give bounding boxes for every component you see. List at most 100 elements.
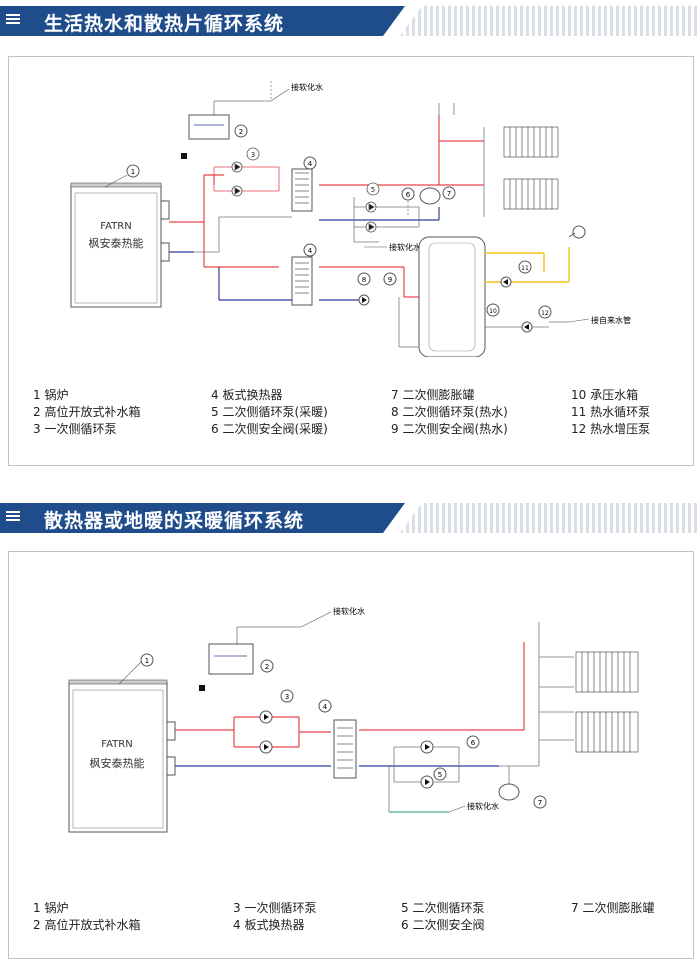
boiler: 1 FATRN 枫安泰热能: [68, 653, 176, 833]
radiator-bottom: [503, 178, 559, 210]
pump-group-3: 3: [213, 147, 280, 197]
svg-text:7: 7: [447, 190, 451, 198]
section-2-panel: 1 FATRN 枫安泰热能: [8, 551, 694, 959]
banner-mark-icon: [6, 511, 20, 525]
soft-water-inlet-1: 接软化水: [270, 81, 323, 102]
svg-text:3: 3: [251, 151, 255, 159]
legend-item: 1 锅炉: [33, 901, 69, 915]
label-soft-water-2: 接软化水: [467, 801, 499, 811]
expansion-tank-7: 7: [498, 766, 547, 809]
svg-text:11: 11: [521, 265, 529, 272]
legend-item: 4 板式换热器: [211, 388, 283, 402]
legend-2-col-2: 3 一次侧循环泵 4 板式换热器: [233, 900, 316, 934]
legend-item: 11 热水循环泵: [571, 405, 651, 419]
legend-item: 7 二次侧膨胀罐: [571, 901, 655, 915]
legend-item: 4 板式换热器: [233, 918, 305, 932]
legend-item: 9 二次侧安全阀(热水): [391, 422, 508, 436]
plate-exchanger: 4: [318, 699, 357, 779]
legend-1-col-2: 4 板式换热器 5 二次侧循环泵(采暖) 6 二次侧安全阀(采暖): [211, 387, 328, 438]
legend-item: 8 二次侧循环泵(热水): [391, 405, 508, 419]
svg-text:4: 4: [308, 247, 313, 255]
legend-item: 1 锅炉: [33, 388, 69, 402]
legend-2-col-3: 5 二次侧循环泵 6 二次侧安全阀: [401, 900, 484, 934]
high-tank: 2: [199, 643, 274, 691]
legend-item: 3 一次侧循环泵: [33, 422, 117, 436]
soft-water-inlet-1: 接软化水: [300, 606, 365, 628]
banner-mark-icon: [6, 14, 20, 28]
svg-text:7: 7: [538, 799, 542, 807]
hot-supply-pipes: [169, 115, 484, 298]
boiler: 1 FATRN 枫安泰热能: [70, 164, 170, 308]
legend-item: 5 二次侧循环泵: [401, 901, 485, 915]
legend-2-col-1: 1 锅炉 2 高位开放式补水箱: [33, 900, 140, 934]
pump-group-5: 5: [365, 182, 380, 233]
svg-text:9: 9: [388, 276, 392, 284]
banner-stripes: [400, 6, 700, 36]
legend-1-col-4: 10 承压水箱 11 热水循环泵 12 热水增压泵: [571, 387, 650, 438]
expansion-tank-7: 7: [419, 186, 456, 205]
svg-text:4: 4: [323, 703, 328, 711]
pump-8: 8: [357, 272, 371, 306]
radiator-bottom: [575, 711, 639, 753]
section-1-banner: 生活热水和散热片循环系统: [0, 0, 700, 40]
svg-text:5: 5: [371, 186, 375, 194]
label-tap-water: 接自来水管: [591, 315, 631, 325]
banner-bar: [0, 6, 405, 36]
svg-text:2: 2: [239, 128, 243, 136]
legend-item: 6 二次侧安全阀: [401, 918, 485, 932]
diagram-2: 1 FATRN 枫安泰热能: [68, 606, 639, 833]
boiler-brand: FATRN: [100, 221, 131, 232]
banner-bar: [0, 503, 405, 533]
legend-item: 7 二次侧膨胀罐: [391, 388, 475, 402]
section-1-panel: 1 FATRN 枫安泰热能: [8, 56, 694, 466]
legend-item: 10 承压水箱: [571, 388, 639, 402]
label-soft-water-1: 接软化水: [291, 82, 323, 92]
svg-text:2: 2: [265, 663, 269, 671]
legend-item: 3 一次侧循环泵: [233, 901, 317, 915]
pump-11: 11: [500, 260, 532, 288]
boiler-brand: FATRN: [101, 739, 132, 750]
legend-1-col-3: 7 二次侧膨胀罐 8 二次侧循环泵(热水) 9 二次侧安全阀(热水): [391, 387, 508, 438]
svg-text:4: 4: [308, 160, 313, 168]
pressure-tank-10: 10: [418, 236, 500, 357]
svg-text:3: 3: [285, 693, 289, 701]
tap-water-inlet: 接自来水管: [568, 315, 631, 325]
svg-text:1: 1: [131, 168, 135, 176]
legend-item: 2 高位开放式补水箱: [33, 405, 141, 419]
svg-text:8: 8: [362, 276, 366, 284]
soft-water-inlet-2: 接软化水: [364, 242, 421, 252]
svg-text:12: 12: [541, 310, 549, 317]
label-soft-water-2: 接软化水: [389, 242, 421, 252]
radiator-top: [503, 126, 559, 158]
banner-stripes: [400, 503, 700, 533]
legend-item: 12 热水增压泵: [571, 422, 651, 436]
safety-valve-6: 6: [466, 735, 480, 749]
svg-text:6: 6: [471, 739, 476, 747]
section-1-title: 生活热水和散热片循环系统: [44, 13, 285, 35]
diagram-1: 1 FATRN 枫安泰热能: [70, 81, 631, 357]
legend-1-col-1: 1 锅炉 2 高位开放式补水箱 3 一次侧循环泵: [33, 387, 140, 438]
legend-item: 2 高位开放式补水箱: [33, 918, 141, 932]
section-2-title: 散热器或地暖的采暖循环系统: [44, 510, 305, 532]
plate-exchanger-bottom: 4: [291, 243, 317, 306]
pump-12: 12: [521, 305, 552, 333]
label-soft-water-1: 接软化水: [333, 606, 365, 616]
section-2-banner: 散热器或地暖的采暖循环系统: [0, 497, 700, 537]
plate-exchanger-top: 4: [291, 156, 317, 212]
pump-group-3: 3: [259, 689, 294, 754]
svg-text:6: 6: [406, 191, 411, 199]
pump-group-5: 5: [420, 740, 447, 789]
safety-valve-9: 9: [383, 272, 397, 286]
svg-text:1: 1: [145, 657, 149, 665]
boiler-brand-cn: 枫安泰热能: [89, 236, 144, 250]
radiator-top: [575, 651, 639, 693]
safety-valve-6: 6: [401, 187, 415, 217]
hot-water-pipes: [485, 247, 570, 283]
return-pipes: [169, 207, 440, 301]
soft-water-inlet-2: 接软化水: [389, 801, 499, 813]
high-tank: 2: [181, 114, 248, 159]
boiler-brand-cn: 枫安泰热能: [90, 756, 145, 770]
legend-item: 6 二次侧安全阀(采暖): [211, 422, 328, 436]
svg-text:10: 10: [489, 308, 497, 315]
svg-text:5: 5: [438, 771, 442, 779]
